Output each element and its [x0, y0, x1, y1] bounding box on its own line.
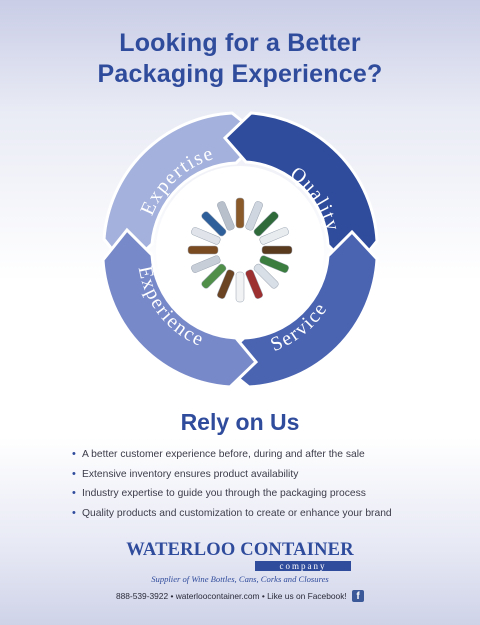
- separator-dot: •: [261, 591, 265, 601]
- bottle-shape: [235, 271, 245, 303]
- facebook-link[interactable]: Like us on Facebook!: [267, 591, 347, 601]
- bullet-icon: •: [72, 506, 76, 519]
- bottle-shape: [259, 227, 289, 245]
- bottle-shape: [187, 245, 219, 255]
- facebook-icon[interactable]: f: [352, 590, 365, 602]
- bullet-icon: •: [72, 448, 76, 460]
- bottle-shape: [245, 269, 263, 299]
- bottle-shape: [253, 263, 279, 289]
- list-item: •Extensive inventory ensures product ava…: [72, 465, 392, 485]
- segment-experience: [101, 227, 259, 389]
- list-item: •Industry expertise to guide you through…: [72, 484, 392, 504]
- headline-line-2: Packaging Experience?: [97, 60, 383, 88]
- benefit-list: •A better customer experience before, du…: [72, 445, 392, 523]
- segment-expertise: [102, 111, 265, 271]
- segment-service: [215, 229, 379, 389]
- section-heading-rely: Rely on Us: [180, 409, 300, 435]
- headline-line-1: Looking for a Better: [119, 29, 361, 57]
- segment-quality: [222, 111, 379, 274]
- bottle-shape: [217, 269, 235, 299]
- bottle-shape: [259, 255, 289, 273]
- value-wheel: Expertise Quality Service Experience: [101, 111, 379, 389]
- bottle-shape: [235, 197, 245, 229]
- wheel-center: [156, 166, 324, 334]
- bottle-ring-image: [187, 197, 293, 303]
- bottle-shape: [261, 245, 293, 255]
- phone-number: 888-539-3922: [115, 591, 169, 601]
- bottle-shape: [191, 255, 221, 273]
- bottle-shape: [253, 211, 279, 237]
- bottle-shape: [201, 263, 227, 289]
- bottle-shape: [245, 201, 263, 231]
- brand-company-bar: company: [255, 561, 351, 571]
- bottle-shape: [201, 211, 227, 237]
- bottle-shape: [217, 201, 235, 231]
- brand-name: WATERLOO CONTAINER: [126, 540, 354, 560]
- list-item: •Quality products and customization to c…: [72, 504, 392, 524]
- brand-tagline: Supplier of Wine Bottles, Cans, Corks an…: [151, 574, 329, 584]
- bottle-shape: [191, 227, 221, 245]
- website-link[interactable]: waterloocontainer.com: [175, 591, 260, 601]
- brand-logo: WATERLOO CONTAINER company Supplier of W…: [0, 540, 480, 584]
- bullet-icon: •: [72, 467, 76, 480]
- separator-dot: •: [170, 591, 174, 601]
- headline: Looking for a Better Packaging Experienc…: [0, 28, 480, 90]
- bullet-icon: •: [72, 487, 76, 499]
- list-item: •A better customer experience before, du…: [72, 445, 392, 465]
- contact-line: 888-539-3922 • waterloocontainer.com • L…: [0, 590, 480, 602]
